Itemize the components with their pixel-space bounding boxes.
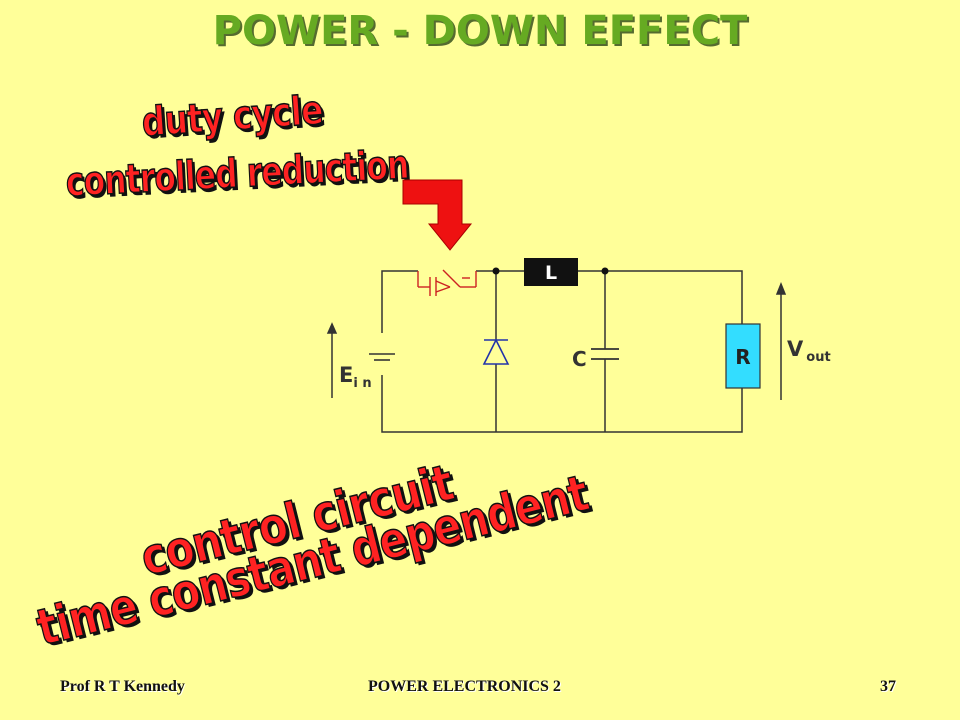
input-voltage-label: Ei n: [339, 363, 372, 391]
capacitor-label: C: [572, 347, 587, 371]
junction-dot: [492, 267, 500, 275]
input-voltage-arrow-icon: [326, 322, 338, 398]
output-voltage-symbol: V: [787, 337, 804, 361]
switch-icon: [417, 269, 477, 296]
footer-page-number: 37: [880, 678, 896, 695]
source-battery-icon: [369, 353, 395, 361]
circuit-wires: [381, 270, 743, 433]
output-voltage-arrow-icon: [775, 281, 787, 400]
junction-dot: [601, 267, 609, 275]
resistor-label: R: [735, 345, 750, 369]
diode-icon: [482, 338, 510, 365]
input-voltage-subscript: i n: [353, 376, 371, 391]
footer-author: Prof R T Kennedy: [60, 678, 185, 695]
input-voltage-symbol: E: [339, 363, 353, 387]
output-voltage-subscript: out: [806, 350, 830, 365]
red-arrow-icon: [402, 179, 473, 251]
resistor-icon: [725, 323, 761, 389]
inductor-label: L: [545, 262, 557, 284]
capacitor-icon: [591, 348, 619, 360]
inductor-box: [524, 258, 578, 286]
footer-course: POWER ELECTRONICS 2: [368, 678, 561, 695]
slide-title: POWER - DOWN EFFECT: [212, 8, 748, 54]
